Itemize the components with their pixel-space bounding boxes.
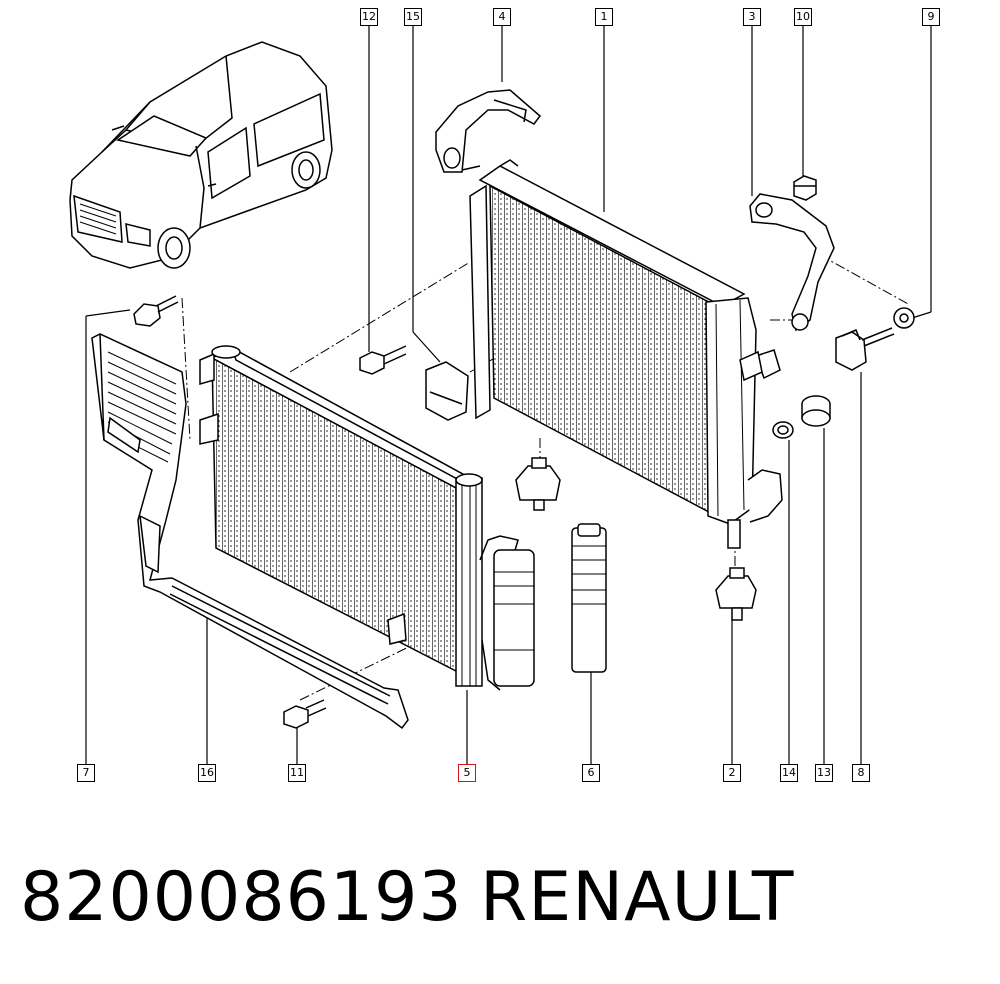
upper-bracket-part-4 bbox=[435, 89, 542, 173]
o-ring-part-14 bbox=[772, 421, 794, 439]
washer-part-9 bbox=[893, 307, 915, 329]
callout-7: 7 bbox=[77, 764, 95, 782]
plug-part-13 bbox=[801, 395, 831, 427]
callout-16: 16 bbox=[198, 764, 216, 782]
front-frame-part-16 bbox=[91, 333, 409, 730]
side-bracket-part-3 bbox=[749, 193, 835, 332]
callout-1: 1 bbox=[595, 8, 613, 26]
callout-5-highlighted: 5 bbox=[458, 764, 476, 782]
nut-part-10 bbox=[793, 175, 817, 201]
vehicle-illustration bbox=[69, 41, 333, 269]
callout-10: 10 bbox=[794, 8, 812, 26]
brand-name: RENAULT bbox=[480, 858, 795, 937]
callout-14: 14 bbox=[780, 764, 798, 782]
bolt-part-11 bbox=[283, 699, 327, 729]
screw-part-7 bbox=[133, 295, 179, 327]
callout-9: 9 bbox=[922, 8, 940, 26]
leader-lines bbox=[85, 25, 932, 764]
rubber-mount-part-2 bbox=[515, 457, 757, 621]
callout-12: 12 bbox=[360, 8, 378, 26]
callout-6: 6 bbox=[582, 764, 600, 782]
clip-part-15 bbox=[425, 361, 469, 421]
receiver-dryer-part-6 bbox=[571, 523, 607, 673]
receiver-dryer-on-condenser bbox=[479, 535, 535, 691]
callout-8: 8 bbox=[852, 764, 870, 782]
radiator-part-1 bbox=[461, 159, 783, 549]
callout-15: 15 bbox=[404, 8, 422, 26]
callout-13: 13 bbox=[815, 764, 833, 782]
callout-3: 3 bbox=[743, 8, 761, 26]
mount-part-8 bbox=[835, 327, 895, 371]
condenser-part-5 bbox=[199, 345, 483, 687]
callout-4: 4 bbox=[493, 8, 511, 26]
part-number: 8200086193 bbox=[20, 858, 463, 937]
bolt-part-12 bbox=[359, 345, 407, 375]
callout-2: 2 bbox=[723, 764, 741, 782]
callout-11: 11 bbox=[288, 764, 306, 782]
